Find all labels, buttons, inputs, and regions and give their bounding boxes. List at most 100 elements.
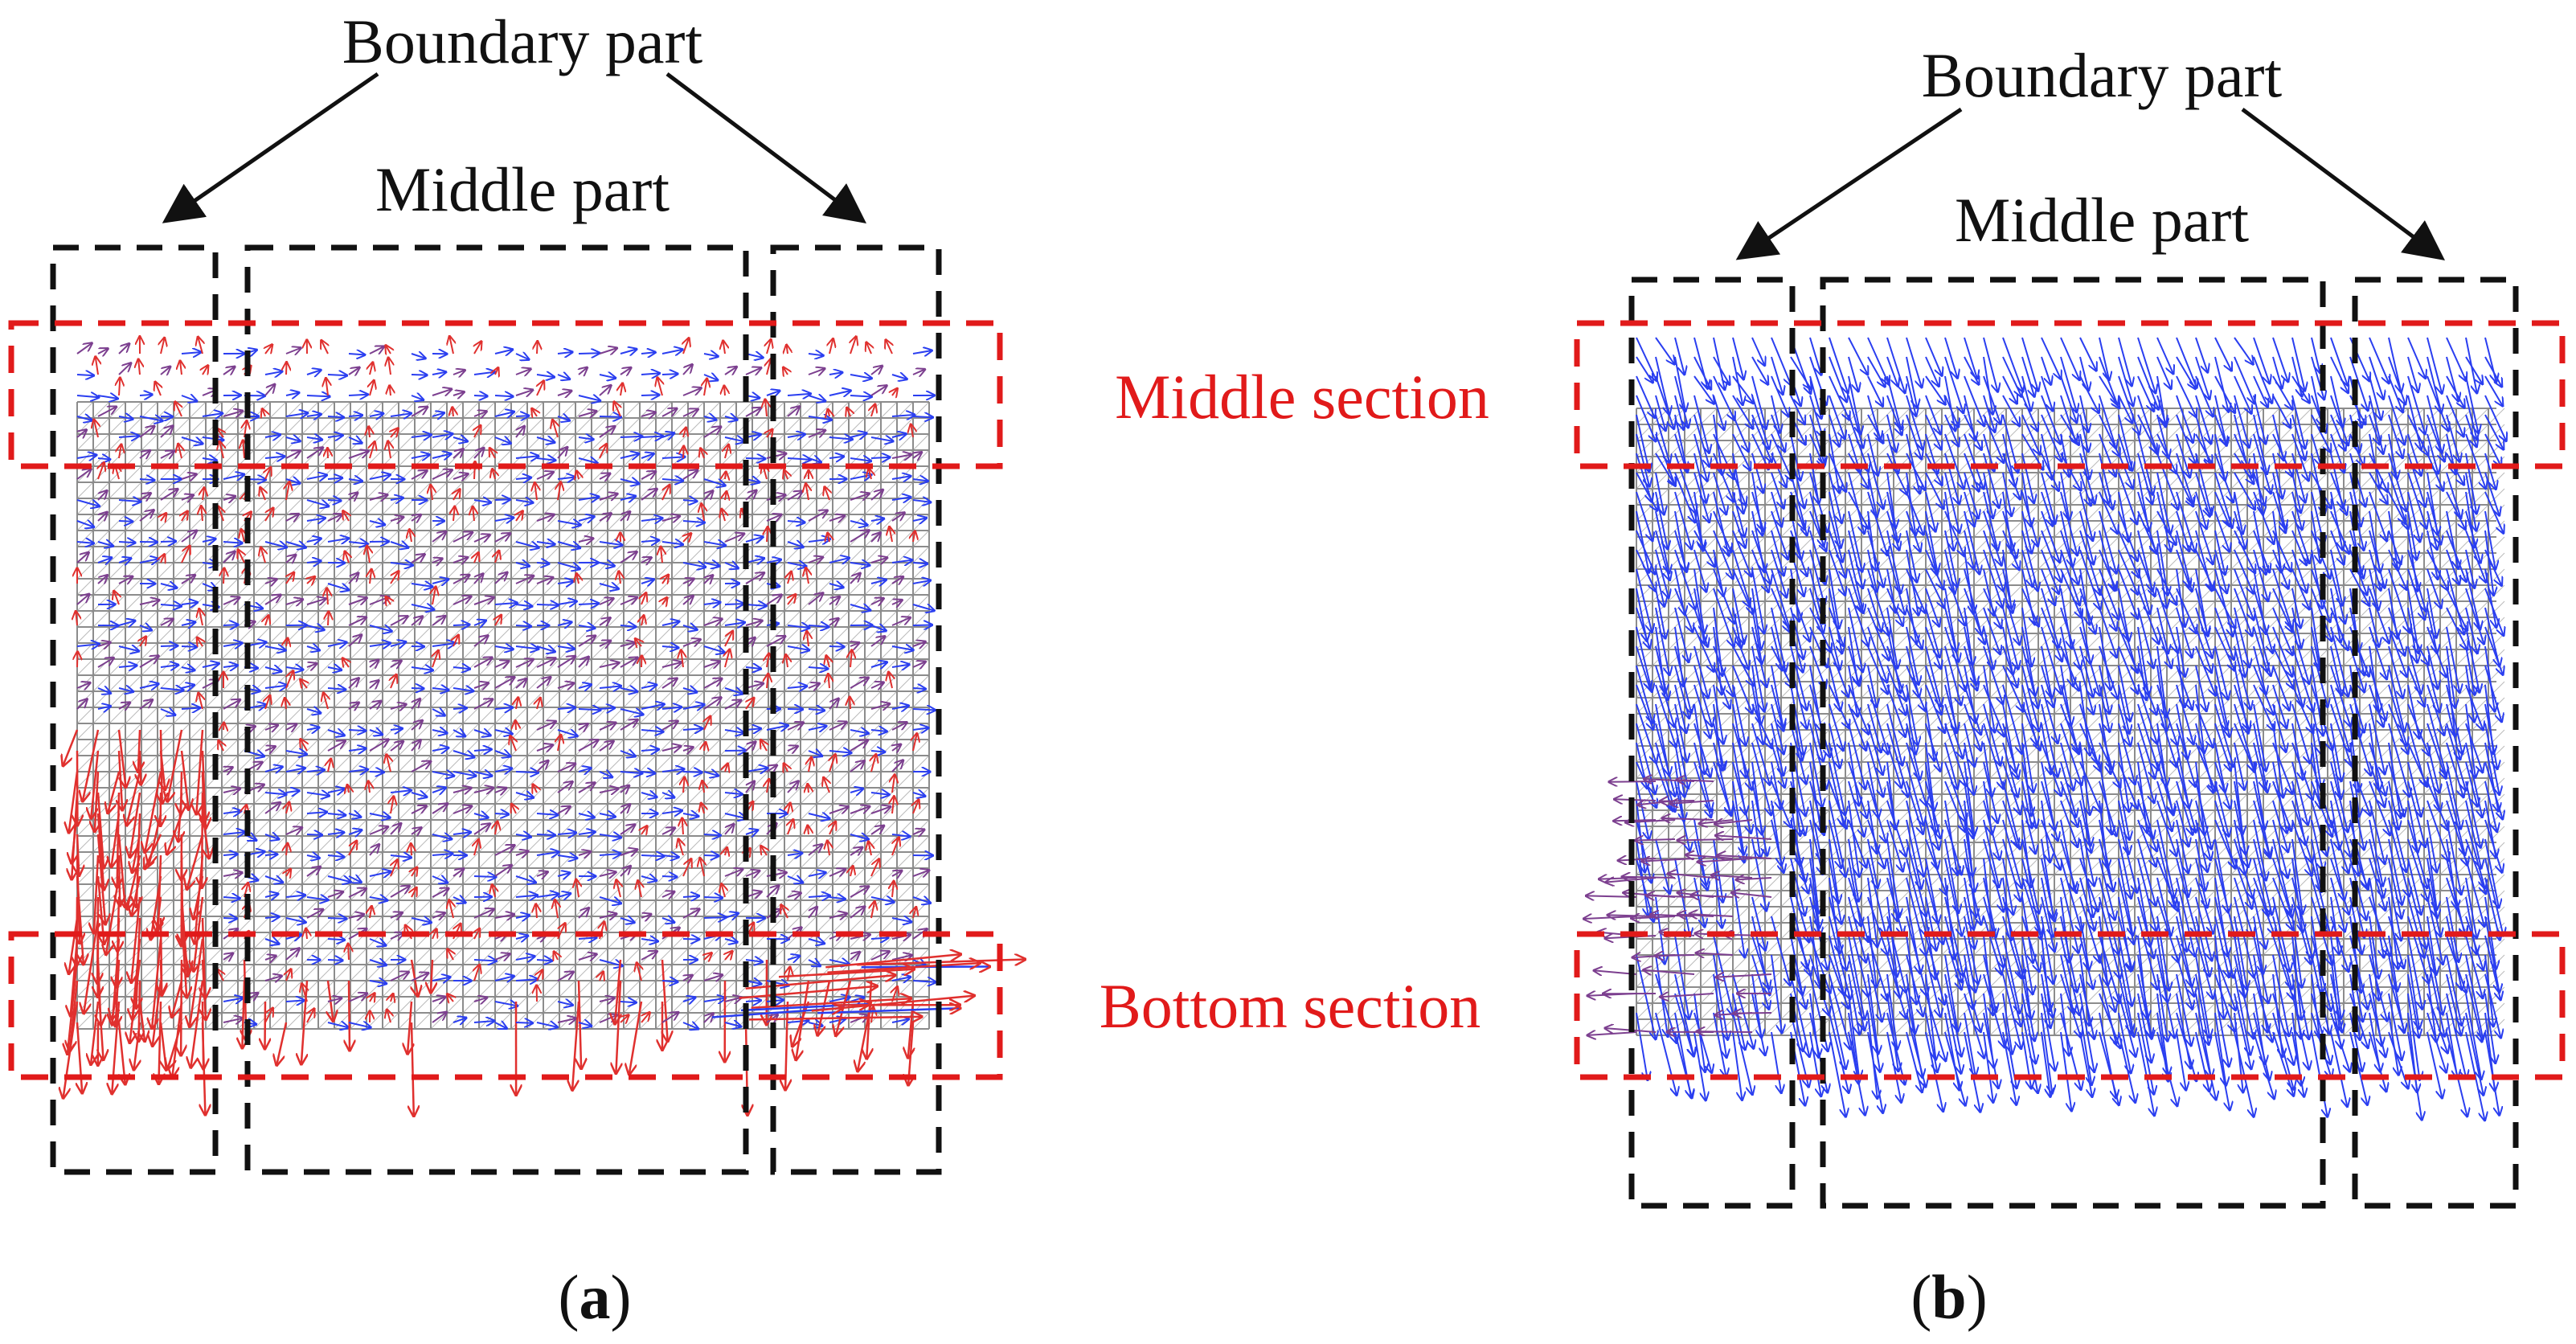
displacement-vector (912, 580, 930, 584)
displacement-vector (431, 486, 432, 501)
displacement-vector (1737, 878, 1772, 879)
displacement-vector (390, 855, 411, 858)
displacement-vector (390, 386, 391, 396)
displacement-vector (2041, 375, 2053, 411)
displacement-vector (348, 703, 358, 709)
displacement-vector (536, 437, 555, 442)
displacement-vector (473, 597, 493, 605)
displacement-vector (724, 622, 744, 625)
displacement-vector (787, 1021, 808, 1022)
displacement-vector (187, 834, 204, 889)
displacement-vector (495, 822, 498, 835)
displacement-vector (432, 372, 445, 375)
displacement-vector (264, 667, 281, 671)
displacement-vector (390, 790, 411, 793)
displacement-vector (1599, 878, 1637, 879)
displacement-vector (494, 768, 511, 772)
displacement-vector (223, 474, 244, 479)
displacement-vector (829, 897, 845, 899)
displacement-vector (512, 805, 516, 814)
displacement-vector (321, 341, 328, 354)
displacement-vector (1693, 877, 1705, 927)
displacement-vector (412, 1022, 414, 1116)
displacement-vector (912, 416, 932, 417)
displacement-vector (850, 807, 870, 814)
displacement-vector (473, 909, 493, 919)
displacement-vector (265, 616, 268, 626)
displacement-vector (494, 915, 514, 918)
displacement-vector (411, 762, 430, 772)
displacement-vector (369, 346, 383, 354)
displacement-vector (2272, 607, 2292, 654)
displacement-vector (641, 436, 662, 437)
displacement-vector (118, 436, 138, 437)
displacement-vector (808, 895, 829, 897)
displacement-vector (870, 457, 890, 458)
displacement-vector (724, 387, 725, 396)
displacement-vector (96, 357, 98, 375)
displacement-vector (97, 395, 117, 399)
displacement-vector (641, 685, 656, 688)
displacement-vector (494, 646, 513, 649)
middle-section-box-a (8, 320, 1003, 469)
displacement-vector (390, 887, 409, 898)
displacement-vector (616, 880, 620, 898)
displacement-vector (579, 980, 581, 1068)
displacement-vector (411, 667, 432, 670)
displacement-vector (494, 412, 514, 416)
displacement-vector (557, 833, 575, 834)
displacement-vector (787, 853, 801, 855)
displacement-vector (139, 625, 151, 630)
displacement-vector (411, 918, 431, 923)
displacement-vector (369, 427, 370, 438)
displacement-vector (473, 449, 484, 459)
displacement-vector (223, 811, 240, 813)
displacement-vector (2272, 568, 2291, 628)
displacement-vector (348, 479, 362, 481)
displacement-vector (891, 415, 914, 416)
displacement-vector (223, 998, 243, 1002)
displacement-vector (661, 516, 679, 521)
displacement-vector (348, 598, 367, 604)
displacement-vector (817, 980, 831, 1035)
displacement-vector (614, 402, 620, 417)
displacement-vector (703, 917, 726, 918)
displacement-vector (453, 832, 470, 834)
displacement-vector (892, 389, 897, 395)
displacement-vector (191, 980, 204, 1067)
displacement-vector (63, 729, 79, 765)
displacement-vector (1693, 356, 1710, 389)
displacement-vector (97, 491, 107, 501)
displacement-vector (386, 346, 391, 354)
displacement-vector (891, 455, 911, 458)
displacement-vector (2272, 337, 2288, 381)
displacement-vector (97, 558, 111, 563)
displacement-vector (432, 854, 453, 855)
displacement-vector (412, 868, 417, 876)
displacement-vector (1678, 839, 1734, 840)
displacement-vector (131, 896, 141, 981)
displacement-vector (912, 350, 932, 354)
displacement-vector (536, 722, 555, 731)
displacement-vector (285, 600, 302, 604)
displacement-vector (641, 876, 656, 880)
displacement-vector (557, 646, 574, 649)
displacement-vector (808, 395, 825, 401)
displacement-vector (724, 793, 742, 794)
displacement-vector (327, 892, 342, 897)
displacement-vector (97, 707, 110, 709)
displacement-vector (368, 781, 370, 793)
displacement-vector (262, 409, 265, 416)
displacement-vector (2060, 1031, 2071, 1110)
displacement-vector (641, 952, 657, 961)
displacement-vector (306, 625, 324, 629)
displacement-vector (473, 730, 490, 736)
displacement-vector (286, 363, 287, 375)
displacement-vector (306, 437, 321, 440)
displacement-vector (432, 889, 448, 898)
displacement-vector (2060, 684, 2078, 750)
displacement-vector (432, 913, 444, 918)
displacement-vector (850, 337, 856, 354)
displacement-vector (473, 658, 492, 668)
displacement-vector (161, 750, 165, 789)
